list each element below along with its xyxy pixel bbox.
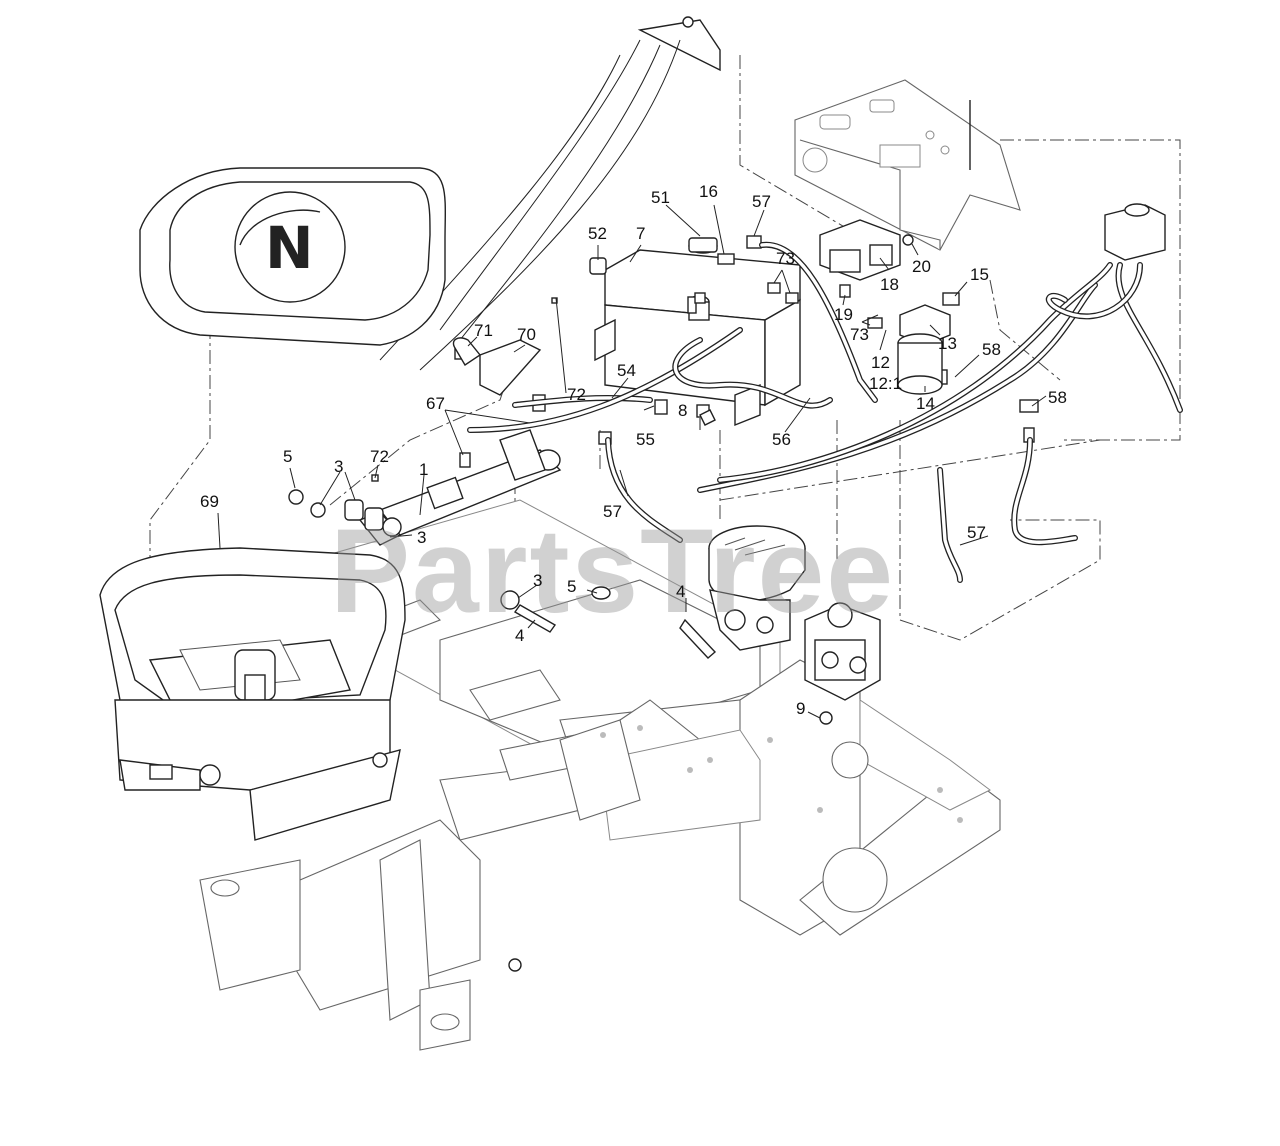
oil-filter <box>897 304 951 395</box>
callout-58: 58 <box>1048 388 1067 407</box>
callout-12: 12 <box>871 353 890 372</box>
callout-3: 3 <box>334 457 343 476</box>
callout-18: 18 <box>880 275 899 294</box>
callout-16: 16 <box>699 182 718 201</box>
callout-51: 51 <box>651 188 670 207</box>
callout-14: 14 <box>916 394 935 413</box>
callout-13: 13 <box>938 334 957 353</box>
callout-5: 5 <box>283 447 292 466</box>
callout-labels: 51 16 57 52 7 73 20 18 15 19 73 71 70 13… <box>200 182 1067 718</box>
callout-8: 8 <box>678 401 687 420</box>
callout-4: 4 <box>676 582 685 601</box>
callout-12-1: 12:1 <box>869 374 902 393</box>
callout-57: 57 <box>603 502 622 521</box>
callout-56: 56 <box>772 430 791 449</box>
callout-69: 69 <box>200 492 219 511</box>
callout-55: 55 <box>636 430 655 449</box>
hardware <box>288 409 833 972</box>
bracket-70 <box>452 337 542 396</box>
callout-5: 5 <box>567 577 576 596</box>
callout-67: 67 <box>426 394 445 413</box>
hydraulic-reservoir <box>594 249 801 427</box>
callout-3: 3 <box>533 571 542 590</box>
hydraulic-pump <box>708 525 806 651</box>
spreader-seat: N <box>139 167 447 346</box>
callout-57: 57 <box>752 192 771 211</box>
callout-73: 73 <box>776 249 795 268</box>
callout-20: 20 <box>912 257 931 276</box>
callout-71: 71 <box>474 321 493 340</box>
callout-58: 58 <box>982 340 1001 359</box>
callout-3: 3 <box>417 528 426 547</box>
callout-9: 9 <box>796 699 805 718</box>
callout-19: 19 <box>834 305 853 324</box>
manifold-block <box>1104 203 1166 261</box>
callout-70: 70 <box>517 325 536 344</box>
callout-4: 4 <box>515 626 524 645</box>
control-console <box>794 79 1021 251</box>
control-valve <box>819 219 914 281</box>
callout-1: 1 <box>419 460 428 479</box>
chassis-frame <box>199 499 1001 1051</box>
hopper <box>99 547 406 841</box>
leader-lines <box>217 204 1047 719</box>
callout-57: 57 <box>967 523 986 542</box>
callout-73: 73 <box>850 325 869 344</box>
hydraulic-hoses <box>467 241 1183 583</box>
callout-54: 54 <box>617 361 636 380</box>
svg-text:N: N <box>265 214 314 282</box>
watermark: PartsTree <box>330 504 895 638</box>
callout-72: 72 <box>370 447 389 466</box>
hydrostatic-pump <box>804 602 881 701</box>
callout-52: 52 <box>588 224 607 243</box>
callout-72: 72 <box>567 385 586 404</box>
callout-15: 15 <box>970 265 989 284</box>
callout-7: 7 <box>636 224 645 243</box>
